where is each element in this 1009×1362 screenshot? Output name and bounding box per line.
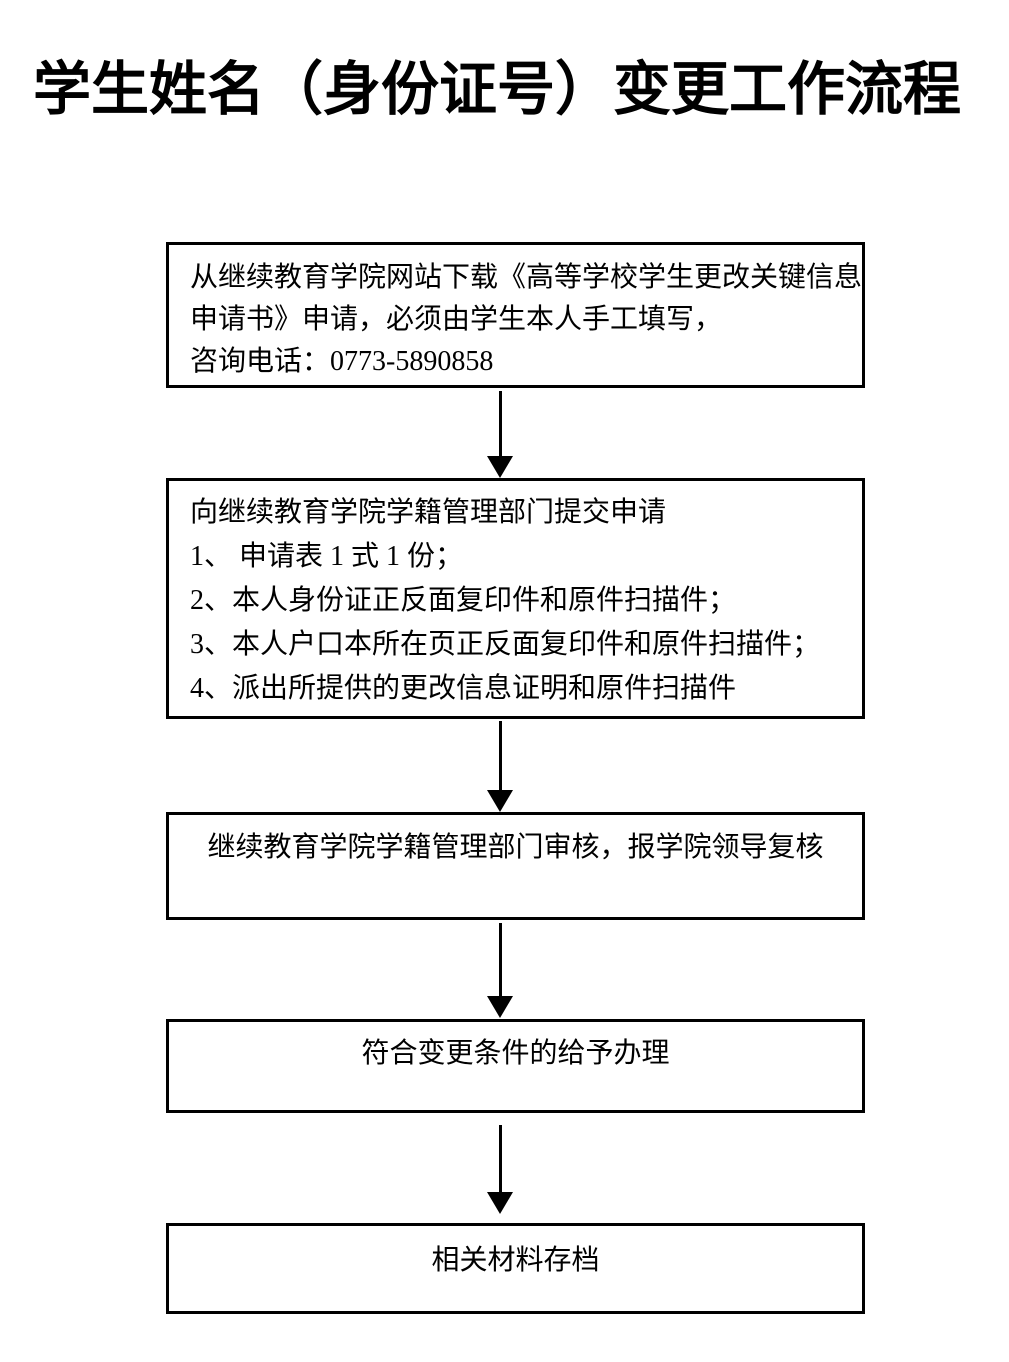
step-text-line: 相关材料存档 xyxy=(431,1245,600,1276)
arrow-head-icon xyxy=(487,456,513,478)
flow-step-download-application: 从继续教育学院网站下载《高等学校学生更改关键信息 申请书》申请，必须由学生本人手… xyxy=(166,242,865,388)
step-text-line: 3、本人户口本所在页正反面复印件和原件扫描件； xyxy=(190,629,821,660)
step-text-line: 从继续教育学院网站下载《高等学校学生更改关键信息 xyxy=(190,262,863,293)
flow-step-process-if-qualified: 符合变更条件的给予办理 xyxy=(166,1019,865,1113)
step-text-line: 继续教育学院学籍管理部门审核，报学院领导复核 xyxy=(207,832,824,863)
down-arrow xyxy=(487,923,513,1018)
step-text-line: 2、本人身份证正反面复印件和原件扫描件； xyxy=(190,585,737,616)
step-text-line: 咨询电话：0773-5890858 xyxy=(190,346,494,377)
arrow-shaft xyxy=(498,721,502,790)
page-title: 学生姓名（身份证号）变更工作流程 xyxy=(33,55,962,123)
arrow-shaft xyxy=(498,391,502,456)
arrow-head-icon xyxy=(487,1192,513,1214)
step-text-line: 4、派出所提供的更改信息证明和原件扫描件 xyxy=(190,673,737,704)
down-arrow xyxy=(487,391,513,478)
step-text-line: 符合变更条件的给予办理 xyxy=(361,1038,670,1069)
arrow-head-icon xyxy=(487,790,513,812)
step-text-line: 申请书》申请，必须由学生本人手工填写， xyxy=(190,304,723,335)
flow-step-archive-materials: 相关材料存档 xyxy=(166,1223,865,1314)
down-arrow xyxy=(487,721,513,812)
flow-step-department-review: 继续教育学院学籍管理部门审核，报学院领导复核 xyxy=(166,812,865,920)
flow-step-submit-application: 向继续教育学院学籍管理部门提交申请 1、 申请表 1 式 1 份； 2、本人身份… xyxy=(166,478,865,719)
down-arrow xyxy=(487,1125,513,1214)
arrow-head-icon xyxy=(487,996,513,1018)
step-text-line: 1、 申请表 1 式 1 份； xyxy=(190,541,464,572)
arrow-shaft xyxy=(498,1125,502,1192)
step-text-line: 向继续教育学院学籍管理部门提交申请 xyxy=(190,497,667,528)
arrow-shaft xyxy=(498,923,502,996)
